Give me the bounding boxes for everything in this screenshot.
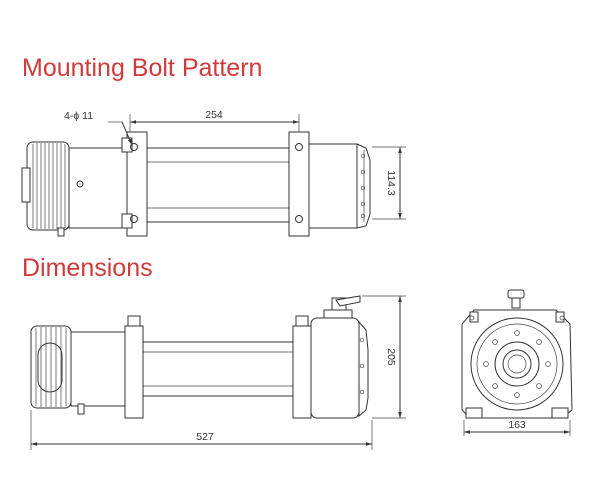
side-right-bracket [292, 325, 312, 419]
side-view-winch [30, 295, 369, 419]
length-dimension: 527 [30, 410, 373, 450]
dimensions-heading: Dimensions [22, 254, 153, 282]
motor-terminal [76, 180, 84, 188]
width-dimension: 163 [463, 419, 571, 436]
end-hub [502, 349, 532, 379]
side-motor-body [70, 331, 126, 407]
hole-callout-label: 4-ϕ 11 [64, 110, 93, 122]
side-motor-fins [30, 325, 72, 409]
bolt-width-dimension: 114.3 [372, 146, 406, 220]
end-bolt-ring [483, 330, 551, 398]
bolt-spacing-label: 254 [205, 109, 223, 121]
end-view-winch [461, 289, 573, 419]
clutch-lever [323, 295, 361, 319]
end-housing [461, 309, 573, 419]
height-label: 205 [385, 348, 397, 366]
bolt-hole-1 [130, 143, 138, 151]
drum [146, 147, 290, 223]
bolt-width-label: 114.3 [385, 170, 397, 196]
end-clutch-knob [507, 289, 525, 299]
bolt-hole-4 [295, 215, 303, 223]
gearbox [308, 143, 358, 229]
end-middle-ring [494, 341, 540, 387]
bolt-hole-3 [295, 143, 303, 151]
side-left-bracket [124, 325, 144, 419]
side-gearbox [310, 317, 360, 419]
side-drum [142, 341, 294, 397]
right-mount-bracket [288, 131, 310, 237]
length-label: 527 [196, 431, 214, 443]
height-dimension: 205 [362, 295, 406, 419]
bolt-hole-2 [130, 215, 138, 223]
top-view-winch [21, 131, 371, 237]
motor-fins [21, 141, 70, 231]
hole-callout: 4-ϕ 11 [64, 110, 133, 146]
motor-body [68, 147, 128, 229]
motor-bolt [57, 227, 65, 237]
mounting-bolt-pattern-heading: Mounting Bolt Pattern [22, 54, 263, 82]
width-label: 163 [508, 419, 526, 431]
end-outer-ring [470, 317, 564, 411]
bolt-spacing-dimension: 254 [129, 109, 300, 132]
